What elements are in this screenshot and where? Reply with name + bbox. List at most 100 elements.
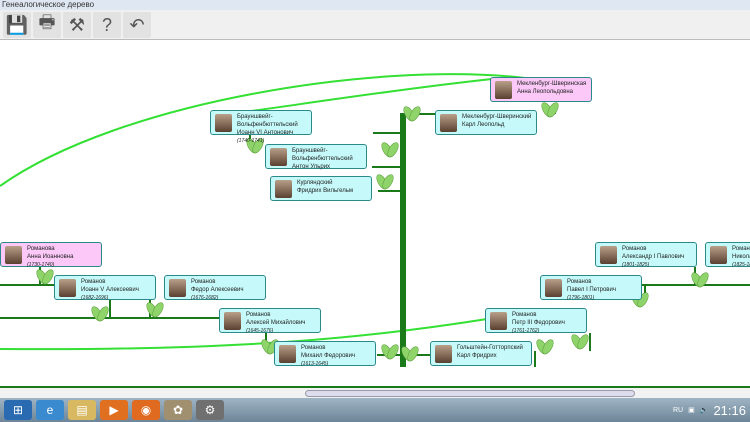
other-icon: ⚙ xyxy=(204,403,216,417)
person-name: Александр I Павлович xyxy=(622,254,685,260)
person-name: Анна Леопольдовна xyxy=(517,89,574,95)
leaf-decoration xyxy=(409,106,421,122)
settings-button[interactable]: ⚒ xyxy=(63,12,91,38)
settings-icon: ⚒ xyxy=(68,14,86,35)
portrait-photo xyxy=(215,114,232,132)
person-surname: Романов xyxy=(567,279,592,285)
person-name: Иоанн VI Антонович xyxy=(237,130,294,136)
person-years: (1645-1676) xyxy=(246,328,274,334)
network-icon[interactable]: ▣ xyxy=(688,407,695,414)
firefox-taskbar-button[interactable]: ◉ xyxy=(132,400,160,420)
marriage-line xyxy=(0,73,526,187)
undo-icon: ↶ xyxy=(129,14,145,35)
person-years: (1801-1825) xyxy=(622,262,650,268)
volume-icon[interactable]: 🔈 xyxy=(699,407,709,414)
print-button[interactable]: 🖶 xyxy=(33,12,61,38)
person-surname: Мекленбург-Шверинский xyxy=(462,114,532,120)
undo-button[interactable]: ↶ xyxy=(123,12,151,38)
person-surname: Курляндский xyxy=(297,180,333,186)
explorer-icon: ▤ xyxy=(76,403,88,417)
leaf-decoration xyxy=(252,138,264,154)
portrait-photo xyxy=(710,246,727,264)
tree-lines xyxy=(0,73,750,367)
person-years: (1761-1762) xyxy=(512,328,540,334)
person-name: Петр III Федорович xyxy=(512,320,565,326)
person-name: Карл Леопольд xyxy=(462,122,505,128)
help-button[interactable]: ? xyxy=(93,12,121,38)
portrait-photo xyxy=(279,345,296,363)
portrait-photo xyxy=(435,345,452,363)
leaf-decoration xyxy=(542,339,554,355)
media-taskbar-button[interactable]: ▶ xyxy=(100,400,128,420)
person-name: Алексей Михайлович xyxy=(246,320,306,326)
horizontal-scrollbar[interactable] xyxy=(0,386,750,398)
person-surname: Брауншвейг-Вольфенбюттельский xyxy=(292,148,353,162)
ie-taskbar-button[interactable]: e xyxy=(36,400,64,420)
media-icon: ▶ xyxy=(109,403,119,417)
person-name: Павел I Петрович xyxy=(567,287,616,293)
leaf-decoration xyxy=(97,306,109,322)
portrait-photo xyxy=(224,312,241,330)
start-icon: ⊞ xyxy=(12,403,24,417)
person-name: Иоанн V Алексеевич xyxy=(81,287,139,293)
person-surname: Гольштейн-Готторпский xyxy=(457,345,523,351)
person-surname: Романов xyxy=(246,312,271,318)
leaf-decoration xyxy=(407,346,419,362)
person-name: Антон Ульрих xyxy=(292,164,331,170)
leaf-decoration xyxy=(547,102,559,118)
save-button[interactable]: 💾 xyxy=(3,12,31,38)
person-name: Анна Иоанновна xyxy=(27,254,74,260)
portrait-photo xyxy=(59,279,76,297)
toolbar: 💾 🖶 ⚒? ↶ xyxy=(0,10,750,40)
portrait-photo xyxy=(495,81,512,99)
leaf-decoration xyxy=(697,272,709,288)
explorer-taskbar-button[interactable]: ▤ xyxy=(68,400,96,420)
person-years: (1740-1741) xyxy=(237,138,265,144)
clock[interactable]: 21:16 xyxy=(713,402,746,418)
person-years: (1613-1645) xyxy=(301,361,329,367)
portrait-photo xyxy=(545,279,562,297)
ie-icon: e xyxy=(46,403,54,417)
other-taskbar-button[interactable]: ⚙ xyxy=(196,400,224,420)
scrollbar-thumb[interactable] xyxy=(305,390,635,397)
window-title: Генеалогическое дерево xyxy=(0,0,750,10)
tree-app-taskbar-button[interactable]: ✿ xyxy=(164,400,192,420)
language-indicator[interactable]: RU xyxy=(672,406,684,414)
person-surname: Романов xyxy=(81,279,106,285)
portrait-photo xyxy=(5,246,22,264)
portrait-photo xyxy=(169,279,186,297)
leaf-decoration xyxy=(387,344,399,360)
person-name: Фридрих Вильгельм xyxy=(297,188,354,194)
person-surname: Брауншвейг-Вольфенбюттельский xyxy=(237,114,298,128)
person-years: (1682-1696) xyxy=(81,295,109,301)
start-taskbar-button[interactable]: ⊞ xyxy=(4,400,32,420)
person-years: (1730-1740) xyxy=(27,262,55,268)
taskbar: ⊞ e ▤ ▶ ◉ ✿ ⚙ RU ▣ 🔈 21:16 xyxy=(0,398,750,422)
person-surname: Романов xyxy=(732,246,750,252)
portrait-photo xyxy=(270,148,287,166)
leaf-decoration xyxy=(152,302,164,318)
person-name: Федор Алексеевич xyxy=(191,287,244,293)
person-surname: Романов xyxy=(622,246,647,252)
print-icon: 🖶 xyxy=(38,12,56,32)
firefox-icon: ◉ xyxy=(140,403,152,417)
person-card[interactable]: РомановНиколай I Павлович(1825-1855) xyxy=(705,242,750,268)
person-surname: Романов xyxy=(301,345,326,351)
leaf-decoration xyxy=(387,142,399,158)
portrait-photo xyxy=(440,114,457,132)
